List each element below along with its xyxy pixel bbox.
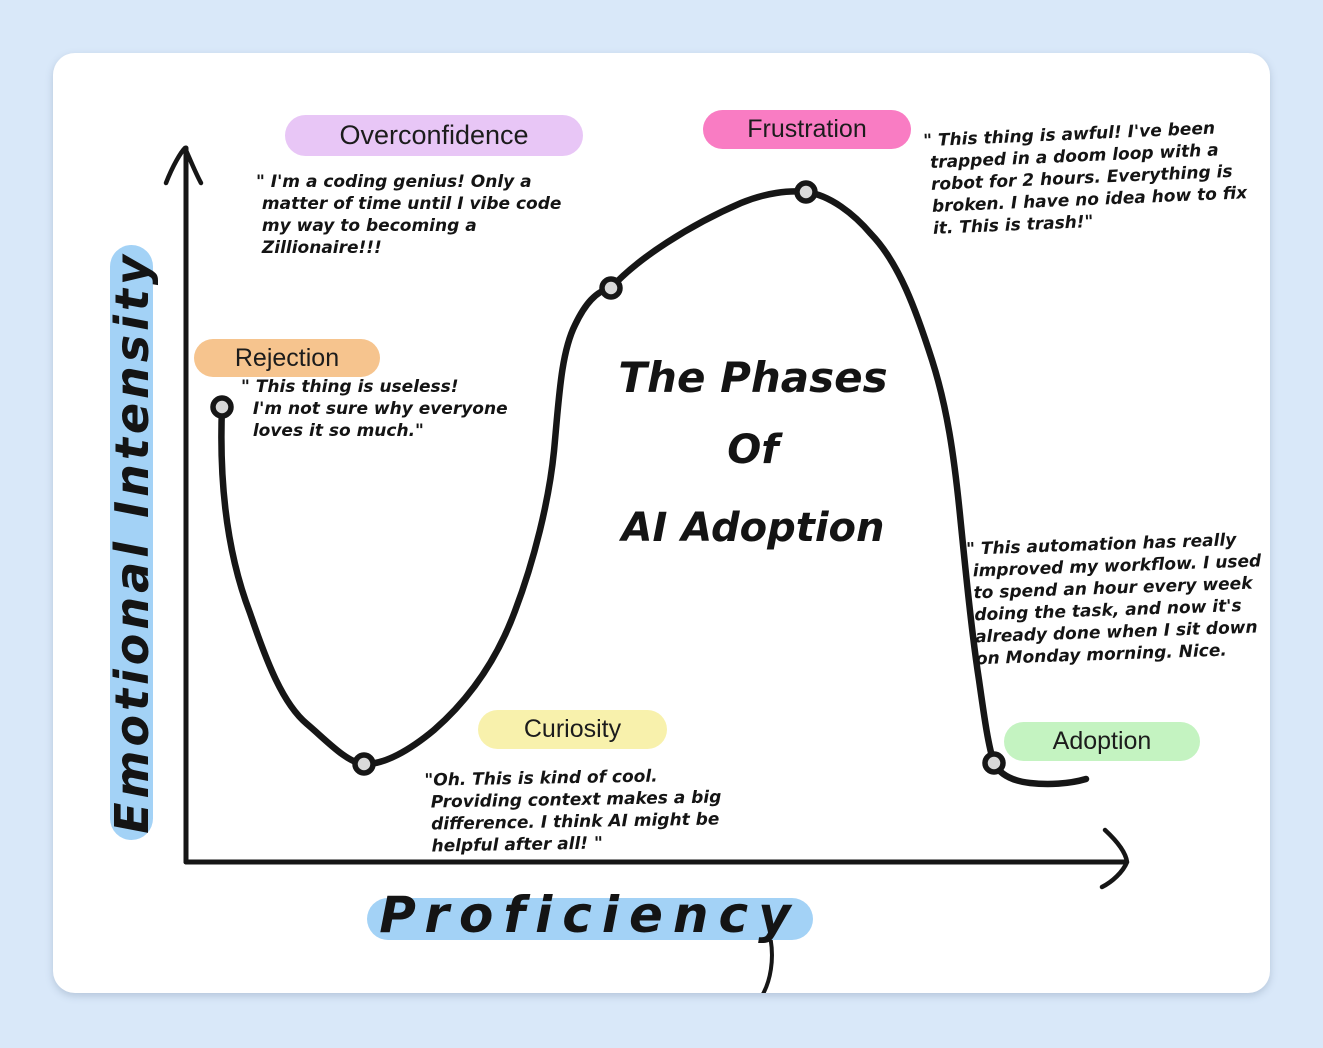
adoption-point — [982, 751, 1006, 775]
diagram-drawing — [163, 145, 1130, 993]
chart-title-line3: AI Adoption — [621, 505, 885, 551]
pill-overconfidence[interactable]: Overconfidence — [285, 115, 583, 156]
quote-adoption: " This automation has really improved my… — [965, 530, 1262, 671]
pill-frustration[interactable]: Frustration — [703, 110, 911, 149]
rising-inflection-point — [599, 276, 623, 300]
rejection-point — [210, 395, 234, 419]
pill-curiosity[interactable]: Curiosity — [478, 710, 667, 749]
whiteboard-canvas: Emotional Intensity Proficiency The Phas… — [53, 53, 1270, 993]
curiosity-point — [352, 752, 376, 776]
chart-title-line2: Of — [727, 427, 779, 473]
proficiency-flourish — [761, 923, 774, 993]
chart-title-line1: The Phases — [618, 353, 888, 402]
x-axis-label: Proficiency — [379, 886, 801, 944]
quote-curiosity: "Oh. This is kind of cool. Providing con… — [424, 766, 722, 857]
y-axis-highlight — [110, 245, 153, 840]
quote-rejection: " This thing is useless! I'm not sure wh… — [241, 377, 508, 442]
y-axis-arrowhead-icon — [163, 145, 204, 186]
frustration-point — [794, 180, 818, 204]
quote-frustration: " This thing is awful! I've been trapped… — [922, 118, 1248, 240]
y-axis-label: Emotional Intensity — [104, 251, 159, 834]
pill-adoption[interactable]: Adoption — [1004, 722, 1200, 761]
adoption-journey-curve — [218, 188, 1090, 788]
x-axis-arrowhead-icon — [1099, 827, 1130, 890]
pill-rejection[interactable]: Rejection — [194, 339, 380, 377]
quote-overconfidence: " I'm a coding genius! Only a matter of … — [256, 172, 562, 259]
x-axis-highlight — [367, 898, 813, 940]
